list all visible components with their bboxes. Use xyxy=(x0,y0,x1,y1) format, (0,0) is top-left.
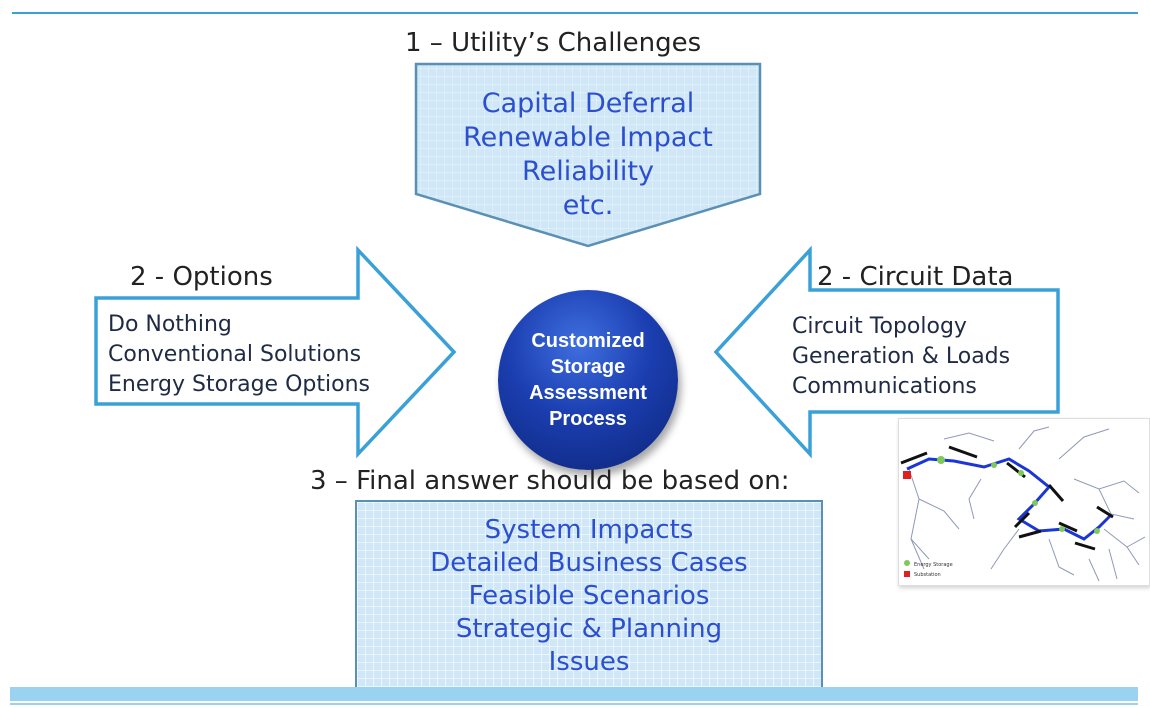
assessment-process-circle: Customized Storage Assessment Process xyxy=(498,290,678,470)
options-heading: 2 - Options xyxy=(130,262,273,292)
option-item: Conventional Solutions xyxy=(108,342,362,367)
final-answer-box: System Impacts Detailed Business Cases F… xyxy=(355,500,823,692)
final-item: Feasible Scenarios xyxy=(468,580,710,611)
bottom-rule xyxy=(10,703,1138,705)
challenge-item: Renewable Impact xyxy=(463,122,713,153)
final-answer-heading: 3 – Final answer should be based on: xyxy=(310,466,790,496)
circuit-item: Circuit Topology xyxy=(792,314,967,339)
option-item: Energy Storage Options xyxy=(108,372,370,397)
challenge-item: Capital Deferral xyxy=(481,88,695,119)
utility-challenges-arrow xyxy=(414,62,762,248)
utility-challenges-list: Capital Deferral Renewable Impact Reliab… xyxy=(412,87,764,223)
final-item: Strategic & Planning xyxy=(455,613,723,644)
circuit-data-heading: 2 - Circuit Data xyxy=(817,262,1014,292)
options-list: Do Nothing Conventional Solutions Energy… xyxy=(108,310,370,400)
circuit-item: Communications xyxy=(792,374,977,399)
option-item: Do Nothing xyxy=(108,312,232,337)
top-rule xyxy=(12,12,1138,14)
circuit-item: Generation & Loads xyxy=(792,344,1011,369)
circuit-map-image: Energy Storage Substation xyxy=(898,418,1150,586)
final-item: Issues xyxy=(548,646,630,677)
circle-line: Storage xyxy=(550,356,626,378)
circuit-data-arrow xyxy=(713,246,1060,459)
utility-challenges-heading: 1 – Utility’s Challenges xyxy=(405,28,702,58)
bottom-band xyxy=(10,687,1138,701)
circuit-map-drawing: Energy Storage Substation xyxy=(900,426,1146,582)
challenge-item: etc. xyxy=(562,190,614,221)
final-item: Detailed Business Cases xyxy=(430,547,748,578)
circle-line: Customized xyxy=(531,330,645,352)
map-legend-substation: Substation xyxy=(914,572,941,578)
circuit-data-list: Circuit Topology Generation & Loads Comm… xyxy=(792,312,1010,402)
map-legend-storage: Energy Storage xyxy=(914,562,953,568)
circle-line: Process xyxy=(549,408,627,430)
challenge-item: Reliability xyxy=(522,156,654,187)
options-arrow xyxy=(94,246,457,459)
final-item: System Impacts xyxy=(484,514,694,545)
circle-line: Assessment xyxy=(529,382,647,404)
